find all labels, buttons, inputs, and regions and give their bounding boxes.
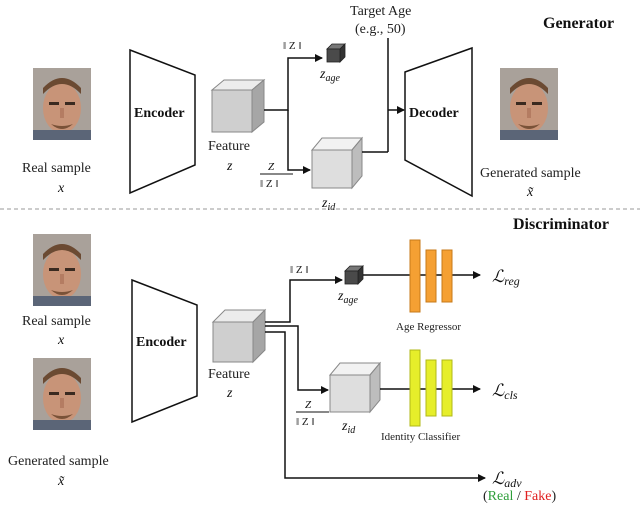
disc-encoder-label: Encoder bbox=[136, 335, 187, 350]
discriminator-section: Discriminator Real sample x Generated sa… bbox=[8, 216, 609, 504]
disc-norm-label: ‖ Z ‖ bbox=[290, 264, 308, 276]
gen-z-age-label: zage bbox=[319, 67, 340, 84]
gen-z-fraction-num: Z bbox=[268, 161, 275, 173]
disc-feature-var: z bbox=[226, 386, 233, 401]
generator-header: Generator bbox=[543, 15, 614, 32]
gen-feature-var: z bbox=[226, 159, 233, 174]
gen-real-sample-image bbox=[33, 68, 91, 140]
discriminator-header: Discriminator bbox=[513, 216, 609, 233]
loss-adv-label: ℒadv bbox=[492, 469, 522, 490]
identity-classifier-label: Identity Classifier bbox=[381, 431, 460, 443]
disc-encoder-shape bbox=[131, 278, 198, 424]
gen-target-age-example: (e.g., 50) bbox=[355, 22, 406, 37]
gen-output-var: x̃ bbox=[526, 185, 534, 200]
gen-feature-cube bbox=[210, 78, 266, 134]
disc-feature-cube bbox=[211, 308, 267, 364]
disc-z-age-label: zage bbox=[337, 289, 358, 306]
disc-z-age-cube bbox=[344, 265, 364, 285]
disc-z-fraction-num: Z bbox=[305, 399, 312, 411]
gen-decoder-shape bbox=[404, 46, 473, 198]
gen-norm-label: ‖ Z ‖ bbox=[283, 40, 301, 52]
disc-z-fraction-den: ‖ Z ‖ bbox=[296, 416, 314, 428]
gen-output-label: Generated sample bbox=[480, 166, 581, 181]
disc-z-id-cube bbox=[328, 361, 382, 414]
gen-z-id-cube bbox=[310, 136, 364, 190]
age-regressor-bars bbox=[409, 239, 453, 313]
loss-reg-label: ℒreg bbox=[492, 267, 520, 288]
gen-decoder-label: Decoder bbox=[409, 106, 459, 121]
loss-cls-label: ℒcls bbox=[492, 381, 518, 402]
age-regressor-label: Age Regressor bbox=[396, 321, 461, 333]
disc-real-sample-image bbox=[33, 234, 91, 306]
disc-feature-label: Feature bbox=[208, 367, 250, 382]
disc-gen-sample-var: x̃ bbox=[57, 474, 65, 489]
gen-target-age-label: Target Age bbox=[350, 4, 411, 19]
gen-output-image bbox=[500, 68, 558, 140]
gen-real-sample-label: Real sample bbox=[22, 161, 91, 176]
gen-z-fraction-den: ‖ Z ‖ bbox=[260, 178, 278, 190]
identity-classifier-bars bbox=[409, 349, 453, 427]
gen-feature-label: Feature bbox=[208, 139, 250, 154]
gen-real-sample-var: x bbox=[57, 181, 65, 196]
disc-gen-sample-image bbox=[33, 358, 91, 430]
real-fake-note: (Real / Fake) bbox=[483, 489, 556, 504]
disc-gen-sample-label: Generated sample bbox=[8, 454, 109, 469]
disc-real-sample-var: x bbox=[57, 333, 65, 348]
gen-encoder-shape bbox=[129, 48, 196, 195]
gen-encoder-label: Encoder bbox=[134, 106, 185, 121]
generator-section: Generator Real sample x Encoder Feature … bbox=[22, 4, 614, 213]
gen-z-id-label: zid bbox=[321, 196, 336, 213]
gen-z-age-cube bbox=[326, 43, 346, 63]
disc-z-id-label: zid bbox=[341, 419, 356, 436]
disc-real-sample-label: Real sample bbox=[22, 314, 91, 329]
